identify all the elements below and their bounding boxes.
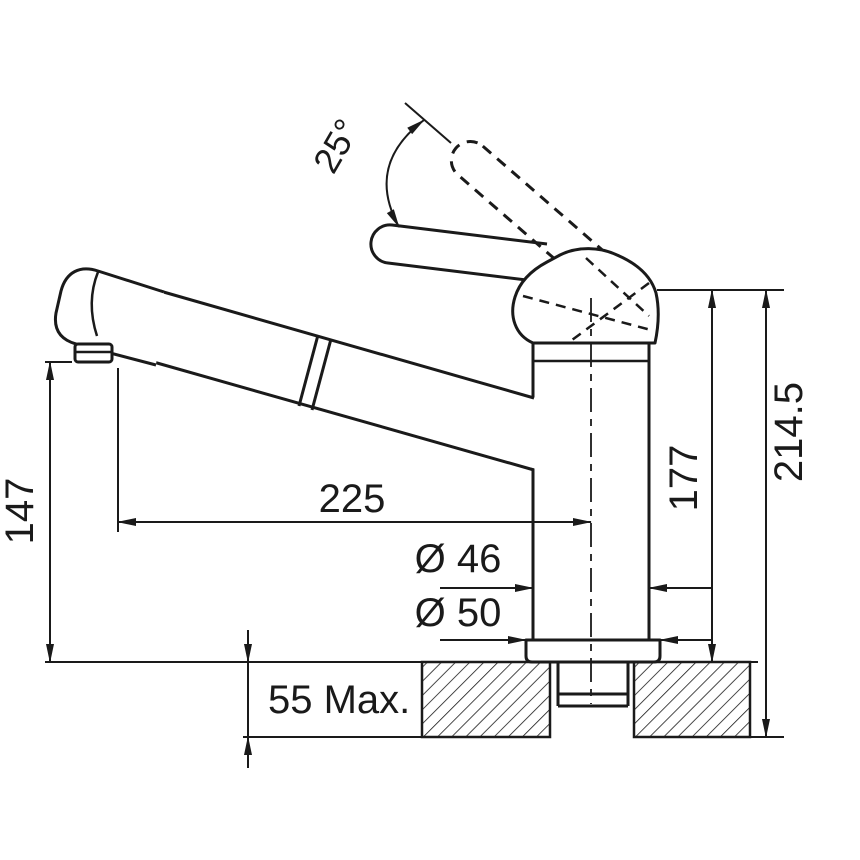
spray-head-contour (90, 271, 100, 337)
dim-label-angle: 25° (305, 112, 368, 180)
dim-label-147: 147 (0, 478, 42, 545)
dim-label-55max: 55 Max. (268, 678, 410, 722)
dimension-dia50: Ø 50 (415, 591, 712, 644)
dimension-225: 225 (117, 368, 592, 532)
faucet-head (511, 247, 660, 345)
dimension-angle: 25° (305, 102, 452, 228)
dimension-55max: 55 Max. (243, 630, 424, 768)
dimension-214-5: 214.5 (750, 289, 811, 738)
handle-lever (369, 223, 548, 284)
countertop-section (420, 660, 752, 739)
faucet-base-flange (524, 638, 662, 664)
faucet-shank (556, 662, 630, 708)
dim-label-177: 177 (662, 445, 706, 512)
spout-fill (150, 291, 536, 469)
dimension-177: 177 (657, 289, 784, 663)
dim-label-dia50: Ø 50 (415, 591, 502, 635)
spout-tube (149, 289, 535, 472)
dim-label-225: 225 (319, 477, 386, 521)
dimension-147: 147 (0, 361, 758, 663)
dim-label-dia46: Ø 46 (415, 537, 502, 581)
faucet-head-hidden-edges (522, 257, 652, 345)
spray-head (53, 267, 165, 367)
handle-lever-raised-dashed (449, 139, 611, 285)
dimension-dia46: Ø 46 (415, 537, 712, 592)
dim-label-214-5: 214.5 (767, 382, 811, 482)
